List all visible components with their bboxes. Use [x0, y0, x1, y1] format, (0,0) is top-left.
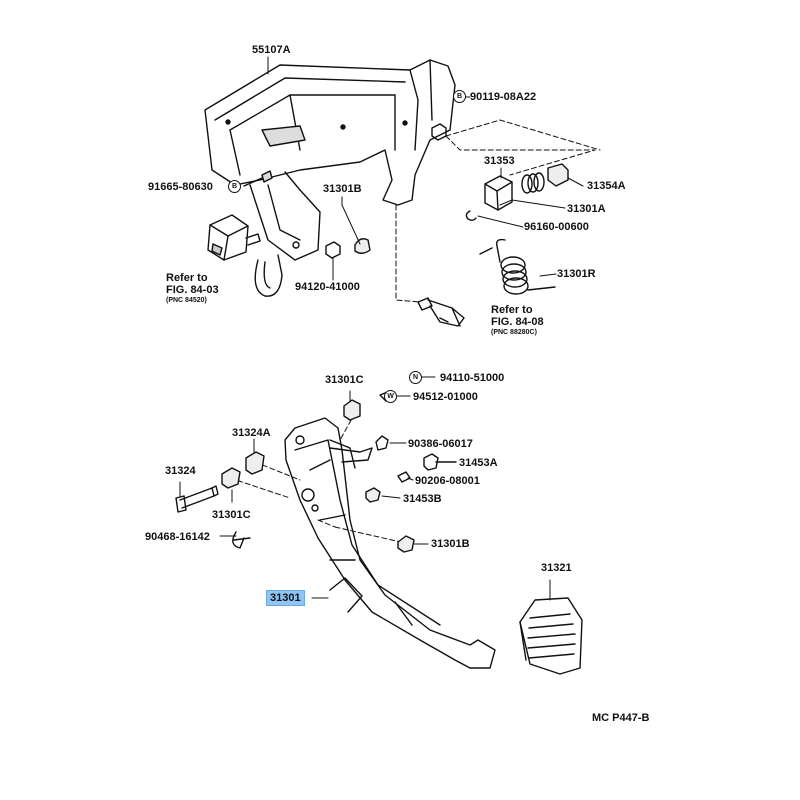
bolt-91665 [243, 170, 273, 187]
reference-left-line1: Refer to [166, 272, 208, 284]
callout-96160-00600: 96160-00600 [524, 221, 589, 233]
clutch-pedal-arm [284, 417, 496, 669]
clip-96160 [465, 210, 477, 221]
callout-94512-01000: 94512-01000 [413, 391, 478, 403]
part-31453B [365, 487, 381, 503]
reference-right: Refer to FIG. 84-08 (PNC 88280C) [491, 304, 544, 337]
callout-31301B-top: 31301B [323, 183, 362, 195]
reference-right-line3: (PNC 88280C) [491, 329, 537, 336]
callout-90206-08001: 90206-08001 [415, 475, 480, 487]
bushing-31301B-top [354, 238, 371, 254]
bushing-31301C-left [221, 467, 241, 489]
clutch-switch-left [207, 214, 261, 261]
callout-31324A: 31324A [232, 427, 271, 439]
collar-31324A [245, 451, 265, 475]
pedal-pad-31321 [519, 597, 583, 675]
callout-94120-41000: 94120-41000 [295, 281, 360, 293]
badge-b-90119: B [453, 90, 466, 103]
reference-left-line2: FIG. 84-03 [166, 284, 219, 296]
badge-w-94512: W [384, 390, 397, 403]
cap-31354A [547, 163, 569, 187]
callout-31301A: 31301A [567, 203, 606, 215]
reference-right-line1: Refer to [491, 304, 533, 316]
dashed-guides-top [395, 119, 601, 303]
spring-small [521, 172, 545, 194]
callout-90386-06017: 90386-06017 [408, 438, 473, 450]
callout-31453A: 31453A [459, 457, 498, 469]
callout-31453B: 31453B [403, 493, 442, 505]
bolt-31324 [175, 485, 219, 513]
reference-right-line2: FIG. 84-08 [491, 316, 544, 328]
callout-31354A: 31354A [587, 180, 626, 192]
reference-left-line3: (PNC 84520) [166, 297, 207, 304]
reference-left: Refer to FIG. 84-03 (PNC 84520) [166, 272, 219, 305]
callout-31301B-bottom: 31301B [431, 538, 470, 550]
callout-31301C-left: 31301C [212, 509, 251, 521]
callout-31301R: 31301R [557, 268, 596, 280]
bushing-31301B-bottom [397, 535, 415, 553]
leader-lines [179, 56, 584, 601]
pedal-support-bracket [204, 59, 456, 297]
callout-91665-80630: 91665-80630 [148, 181, 213, 193]
return-spring-31301R [479, 238, 556, 295]
callout-31353: 31353 [484, 155, 515, 167]
badge-n-94110: N [409, 371, 422, 384]
cushion-31353 [484, 175, 513, 211]
callout-94110-51000: 94110-51000 [440, 372, 505, 384]
callout-55107A: 55107A [252, 44, 291, 56]
bolt-90119 [431, 123, 447, 141]
nut-94120 [325, 241, 341, 259]
callout-31301-highlighted[interactable]: 31301 [266, 590, 305, 606]
callout-90468-16142: 90468-16142 [145, 531, 210, 543]
callout-31321: 31321 [541, 562, 572, 574]
stopper-bracket [329, 447, 373, 463]
cushion-90386 [375, 435, 389, 451]
nut-90206 [397, 471, 411, 483]
callout-31301C-top: 31301C [325, 374, 364, 386]
callout-31324: 31324 [165, 465, 196, 477]
callout-90119-08A22: 90119-08A22 [470, 91, 537, 103]
clutch-switch-right [417, 297, 465, 327]
clip-90468 [232, 531, 251, 549]
bushing-31301C-top [343, 399, 361, 421]
badge-b-91665: B [228, 180, 241, 193]
footer-figure-code: MC P447-B [592, 712, 650, 724]
